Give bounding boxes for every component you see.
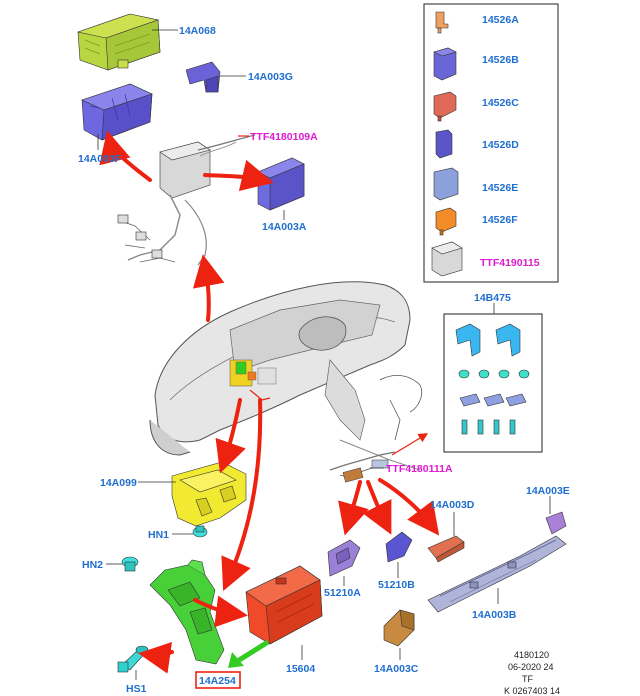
fuse-14526E[interactable]: 14526E <box>433 167 518 201</box>
highlight-box-14A254 <box>195 671 241 689</box>
label-14A003G[interactable]: 14A003G <box>248 71 293 83</box>
label-HS1[interactable]: HS1 <box>126 683 147 695</box>
part-14A003D[interactable] <box>427 535 465 563</box>
part-14A003E[interactable] <box>545 511 567 535</box>
part-14A003A[interactable] <box>257 157 305 211</box>
dashboard-illustration <box>149 281 423 471</box>
green-arrow <box>228 639 270 668</box>
label-14A003B[interactable]: 14A003B <box>472 609 517 621</box>
fuse-legend: 14526A 14526B 14526C 14526D 14526E 14526… <box>423 3 559 283</box>
kit-washers <box>459 393 527 407</box>
fuse-label-14526B[interactable]: 14526B <box>482 54 519 66</box>
label-TTF4180109A[interactable]: TTF4180109A <box>250 131 318 143</box>
label-51210B[interactable]: 51210B <box>378 579 415 591</box>
fuse-label-14526E[interactable]: 14526E <box>482 182 518 194</box>
label-14A003A[interactable]: 14A003A <box>262 221 307 233</box>
part-15604[interactable] <box>245 565 323 645</box>
kit-14B475-frame <box>443 313 543 453</box>
fuse-14526B[interactable]: 14526B <box>433 47 519 81</box>
label-14A003E[interactable]: 14A003E <box>526 485 570 497</box>
part-14A068[interactable] <box>76 13 161 71</box>
part-14A254[interactable] <box>149 559 225 665</box>
part-14A003B[interactable] <box>427 535 567 613</box>
part-14A003G[interactable] <box>185 61 221 93</box>
label-14A003D[interactable]: 14A003D <box>430 499 475 511</box>
fuse-label-14526D[interactable]: 14526D <box>482 139 519 151</box>
kit-nuts <box>458 369 530 379</box>
label-51210A[interactable]: 51210A <box>324 587 361 599</box>
part-HN1[interactable] <box>192 525 208 538</box>
label-14A099[interactable]: 14A099 <box>100 477 137 489</box>
fuse-label-14526C[interactable]: 14526C <box>482 97 519 109</box>
fuse-label-14526A[interactable]: 14526A <box>482 14 519 26</box>
relay-label-TTF4190115[interactable]: TTF4190115 <box>480 257 540 269</box>
part-14A003C[interactable] <box>383 609 415 647</box>
label-HN2[interactable]: HN2 <box>82 559 103 571</box>
kit-brackets <box>455 323 521 357</box>
instrument-panel-harness <box>329 451 396 483</box>
footer-line-2: 06-2020 24 <box>508 662 554 672</box>
label-TTF4180111A[interactable]: TTF4180111A <box>386 463 453 475</box>
leader-lines <box>97 29 551 680</box>
footer-line-4: K 0267403 14 <box>504 686 560 696</box>
part-HS1[interactable] <box>117 645 149 673</box>
label-14A003C[interactable]: 14A003C <box>374 663 419 675</box>
part-14A099[interactable] <box>171 461 247 527</box>
kit-14B475: 14B475 <box>443 292 543 453</box>
fuse-label-14526F[interactable]: 14526F <box>482 214 518 226</box>
fuse-14526A[interactable]: 14526A <box>435 11 519 34</box>
footer-line-1: 4180120 <box>514 650 549 660</box>
harness-module-grey <box>117 134 256 266</box>
label-14A003F[interactable]: 14A003F <box>78 153 122 165</box>
label-15604[interactable]: 15604 <box>286 663 315 675</box>
label-14A068[interactable]: 14A068 <box>179 25 216 37</box>
part-51210B[interactable] <box>385 531 413 563</box>
fuse-14526C[interactable]: 14526C <box>433 91 519 122</box>
label-14B475[interactable]: 14B475 <box>474 292 511 304</box>
fuse-14526D[interactable]: 14526D <box>435 129 519 159</box>
fuse-14526F[interactable]: 14526F <box>435 207 518 236</box>
label-HN1[interactable]: HN1 <box>148 529 169 541</box>
kit-bolts <box>461 419 516 435</box>
footer-line-3: TF <box>522 674 533 684</box>
relay-TTF4190115[interactable]: TTF4190115 <box>431 241 540 277</box>
part-HN2[interactable] <box>121 556 139 572</box>
part-14A003F[interactable] <box>81 83 153 141</box>
drawing-reference-footer: 4180120 06-2020 24 TF K 0267403 14 <box>504 650 560 696</box>
red-arrows <box>99 130 440 674</box>
part-51210A[interactable] <box>327 539 361 577</box>
label-14A254[interactable]: 14A254 <box>199 675 236 687</box>
fuse-legend-frame <box>423 3 559 283</box>
part-labels: 14A068 14A003G 14A003F TTF4180109A 14A00… <box>78 25 570 695</box>
